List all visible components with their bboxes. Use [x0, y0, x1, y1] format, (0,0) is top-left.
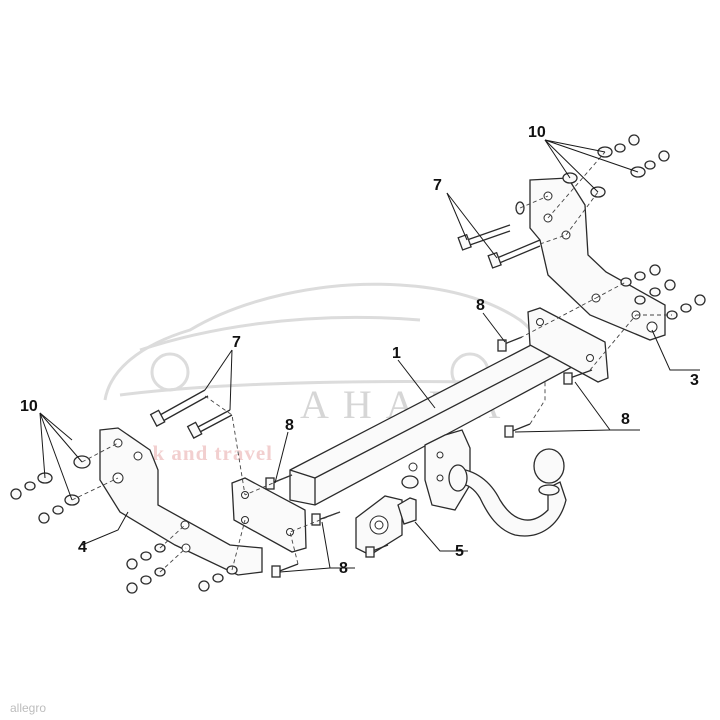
leader-lines: [39, 139, 700, 573]
callout-5: 5: [455, 543, 464, 560]
assembly-axis-lines: [71, 151, 672, 573]
callout-8-bottom: 8: [339, 560, 348, 577]
main-cross-beam: [231, 307, 609, 553]
bolts: [149, 224, 593, 578]
callout-8-left: 8: [285, 417, 294, 434]
callout-3: 3: [690, 372, 699, 389]
callout-numbers: 10 7 8 7 1 3 10 8 8 4 5 8: [20, 124, 699, 577]
corner-watermark: allegro: [10, 701, 46, 715]
callout-10-left: 10: [20, 398, 38, 415]
callout-1: 1: [392, 345, 401, 362]
callout-8-right: 8: [621, 411, 630, 428]
tow-ball-assembly: [408, 429, 567, 537]
callout-8-upper: 8: [476, 297, 485, 314]
callout-7-mid: 7: [232, 334, 241, 351]
callout-7-top: 7: [433, 177, 442, 194]
socket-plate: [355, 475, 419, 556]
callout-4: 4: [78, 539, 87, 556]
callout-10-top: 10: [528, 124, 546, 141]
